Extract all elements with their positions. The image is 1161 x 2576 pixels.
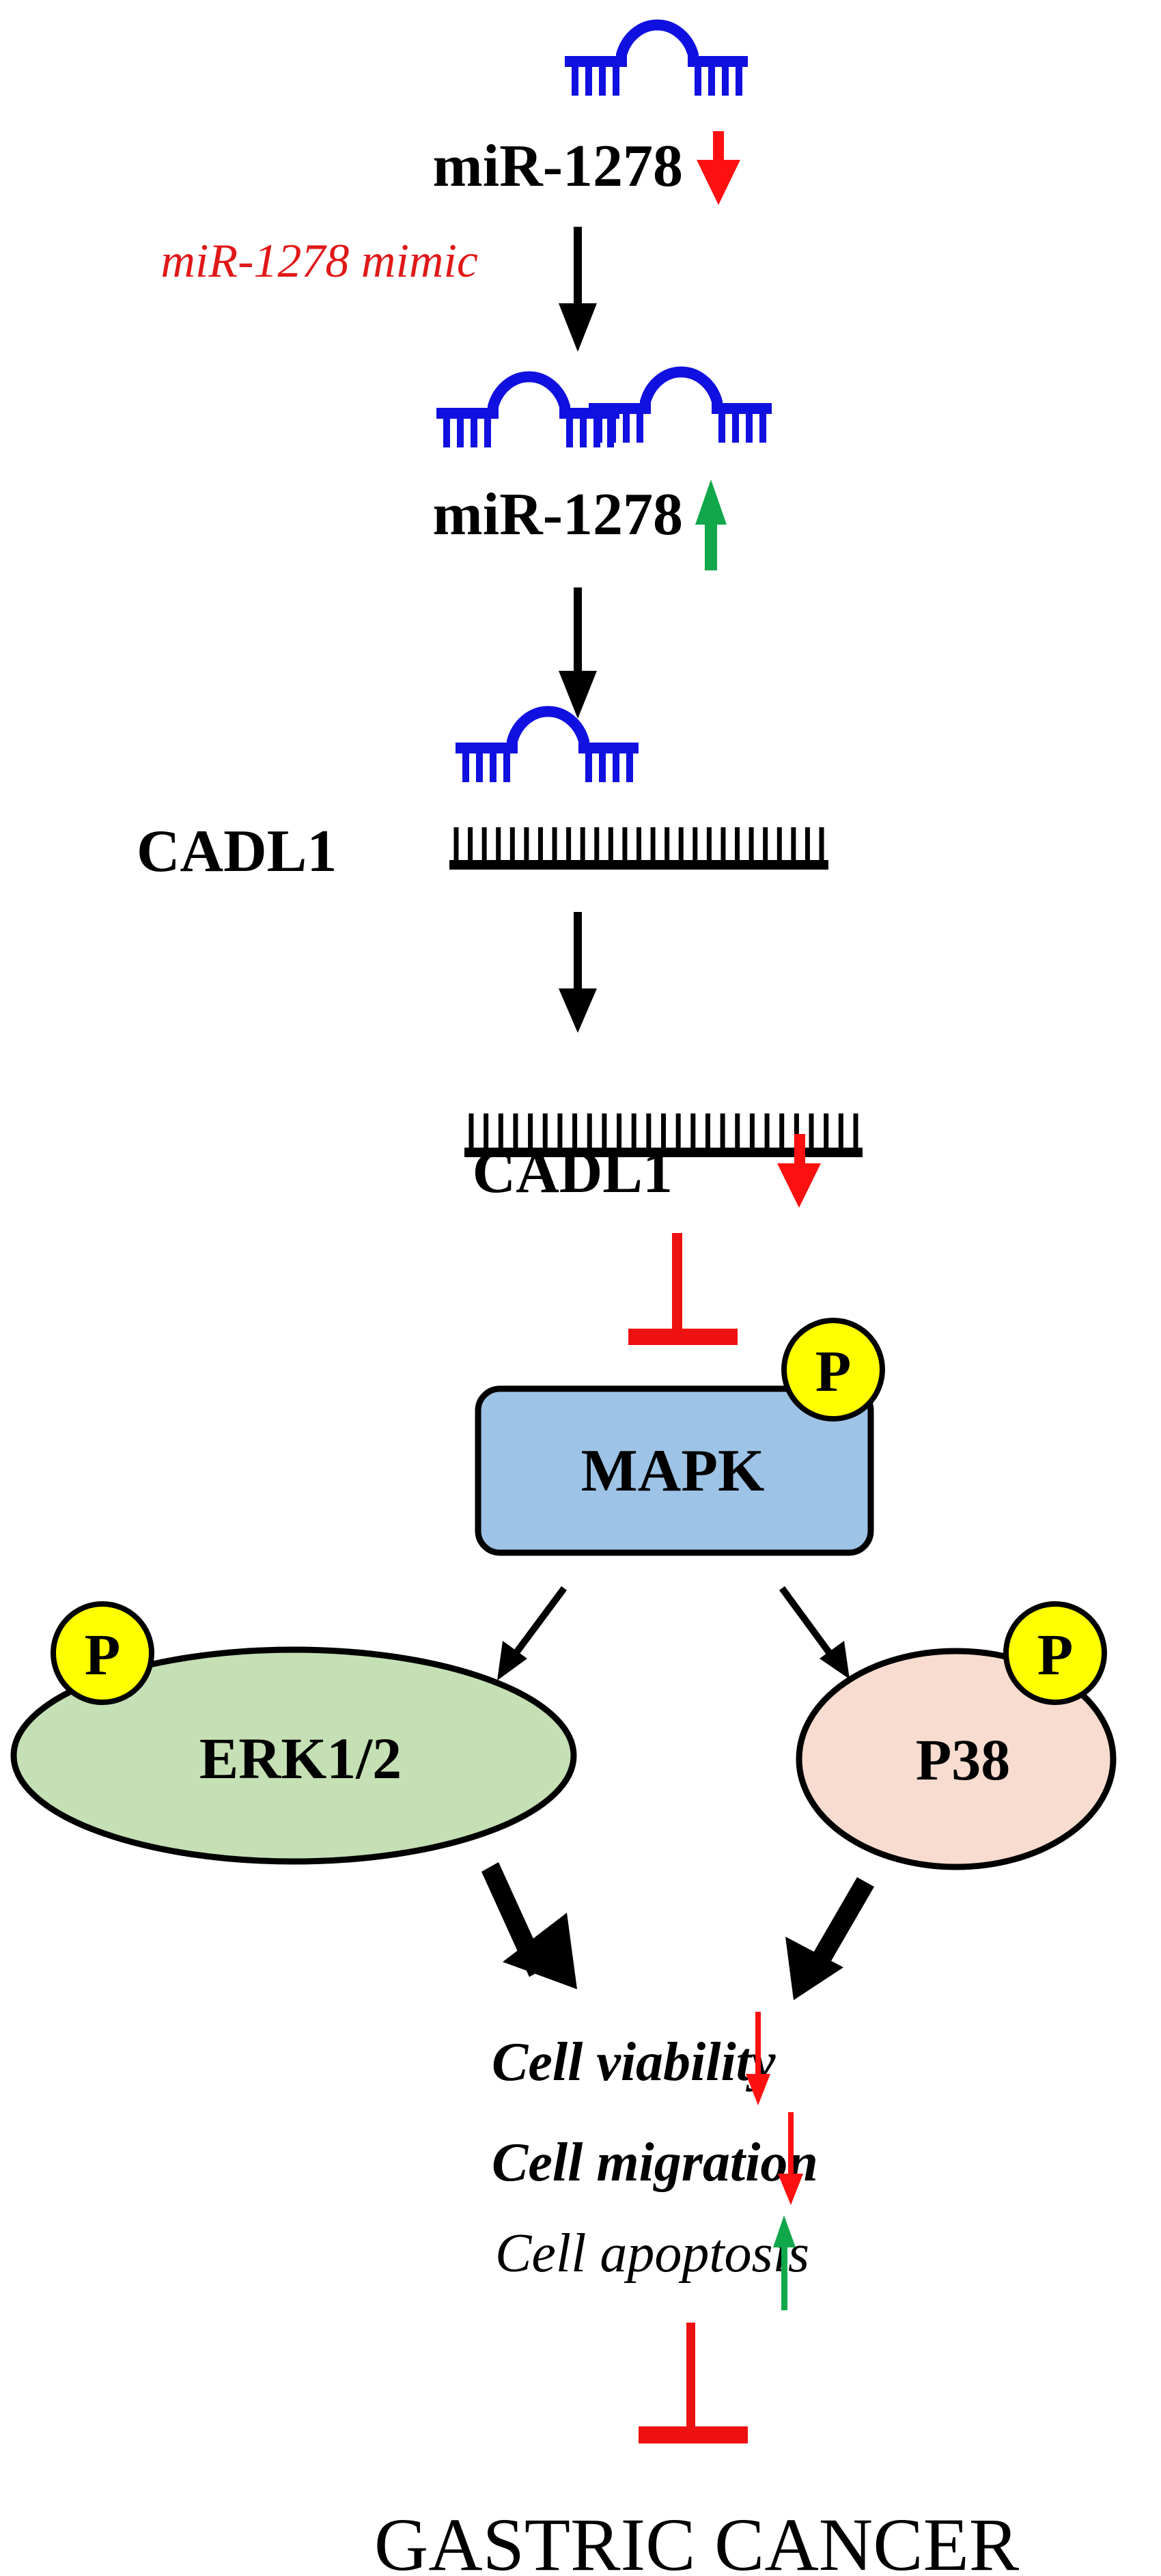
mrna-tooth bbox=[805, 827, 810, 860]
mrna-tooth bbox=[675, 1113, 681, 1148]
mrna-backbone bbox=[449, 860, 828, 870]
mirna-glyph-icon bbox=[589, 372, 772, 443]
up-arrow-icon bbox=[695, 480, 727, 570]
activation-arrow bbox=[559, 587, 597, 719]
mrna-tooth bbox=[468, 827, 473, 860]
mrna-tooth bbox=[537, 827, 543, 860]
mrna-tooth bbox=[557, 1113, 563, 1148]
mrna-tooth bbox=[498, 1113, 503, 1148]
mrna-tooth bbox=[481, 827, 487, 860]
phospho-badge-icon: P bbox=[51, 1601, 154, 1705]
mimic-label: miR-1278 mimic bbox=[160, 235, 478, 288]
mrna-tooth bbox=[763, 827, 768, 860]
p38-node: P38 bbox=[796, 1648, 1117, 1870]
mrna-tooth bbox=[661, 1113, 666, 1148]
erk-label: ERK1/2 bbox=[199, 1726, 402, 1791]
mrna-tooth bbox=[720, 1113, 725, 1148]
mrna-tooth bbox=[631, 1113, 637, 1148]
down-arrow-icon bbox=[778, 2112, 803, 2205]
mrna-tooth bbox=[513, 1113, 518, 1148]
outcome-migration: Cell migration bbox=[492, 2133, 818, 2193]
mrna-tooth bbox=[665, 827, 670, 860]
mrna-tooth bbox=[791, 827, 796, 860]
mrna-tooth bbox=[705, 1113, 710, 1148]
phospho-badge-icon: P bbox=[781, 1318, 885, 1422]
mirna-glyph-icon bbox=[565, 25, 748, 96]
mrna-tooth bbox=[824, 1113, 829, 1148]
mrna-tooth bbox=[468, 1113, 474, 1148]
cadl1-bound-label: CADL1 bbox=[137, 818, 337, 885]
phospho-label: P bbox=[1037, 1622, 1074, 1687]
mrna-tooth bbox=[853, 1113, 858, 1148]
mrna-tooth bbox=[617, 1113, 622, 1148]
mrna-tooth bbox=[509, 827, 515, 860]
mrna-tooth bbox=[524, 827, 529, 860]
mrna-tooth bbox=[602, 1113, 607, 1148]
mrna-tooth bbox=[779, 1113, 785, 1148]
phospho-label: P bbox=[85, 1622, 121, 1687]
mrna-tooth bbox=[693, 827, 698, 860]
mrna-tooth bbox=[637, 827, 641, 860]
mapk-node: MAPK bbox=[475, 1385, 874, 1556]
mrna-tooth bbox=[453, 827, 459, 860]
phospho-badge-icon: P bbox=[1003, 1601, 1107, 1705]
mrna-tooth bbox=[552, 827, 557, 860]
mrna-tooth bbox=[819, 827, 824, 860]
inhibition-bar bbox=[628, 1233, 738, 1345]
activation-arrow bbox=[559, 912, 597, 1033]
mrna-tooth bbox=[735, 827, 740, 860]
mrna-tooth bbox=[528, 1113, 533, 1148]
mrna-strand-icon bbox=[449, 827, 828, 870]
down-arrow-icon bbox=[697, 131, 740, 205]
up-arrow-icon bbox=[773, 2215, 796, 2310]
activation-arrow bbox=[481, 1862, 577, 1989]
p38-label: P38 bbox=[916, 1727, 1011, 1792]
mrna-tooth bbox=[690, 1113, 696, 1148]
activation-arrow bbox=[497, 1586, 568, 1680]
mrna-tooth bbox=[838, 1113, 843, 1148]
cadl1-low-label: CADL1 bbox=[473, 1139, 673, 1206]
mrna-tooth bbox=[542, 1113, 548, 1148]
mrna-tooth bbox=[721, 827, 726, 860]
activation-arrow bbox=[785, 1877, 874, 2000]
mrna-tooth bbox=[650, 827, 656, 860]
mrna-tooth bbox=[608, 827, 613, 860]
down-arrow-icon bbox=[777, 1134, 821, 1208]
down-arrow-icon bbox=[746, 2012, 770, 2105]
mrna-tooth bbox=[777, 827, 782, 860]
mrna-tooth bbox=[646, 1113, 652, 1148]
phospho-label: P bbox=[815, 1338, 852, 1404]
activation-arrow bbox=[559, 227, 597, 352]
mrna-backbone bbox=[464, 1148, 863, 1157]
mrna-tooth bbox=[580, 827, 585, 860]
mrna-tooth bbox=[622, 827, 628, 860]
mrna-tooth bbox=[566, 827, 572, 860]
mapk-label: MAPK bbox=[581, 1438, 765, 1504]
mrna-tooth bbox=[706, 827, 712, 860]
inhibition-bar bbox=[639, 2323, 748, 2443]
mrna-tooth bbox=[496, 827, 501, 860]
mrna-tooth bbox=[484, 1113, 489, 1148]
mrna-tooth bbox=[809, 1113, 814, 1148]
mrna-strand-icon bbox=[464, 1113, 863, 1157]
mrna-tooth bbox=[749, 827, 754, 860]
mrna-tooth bbox=[794, 1113, 799, 1148]
mir-high-label: miR-1278 bbox=[432, 482, 683, 548]
mirna-glyph-icon bbox=[456, 711, 639, 782]
mrna-tooth bbox=[594, 827, 600, 860]
outcome-viability: Cell viability bbox=[492, 2032, 776, 2092]
mrna-tooth bbox=[749, 1113, 755, 1148]
mir-low-label: miR-1278 bbox=[432, 133, 683, 199]
outcome-list: Cell viability Cell migration Cell apopt… bbox=[492, 2012, 818, 2310]
outcome-apoptosis: Cell apoptosis bbox=[495, 2224, 809, 2284]
erk-node: ERK1/2 bbox=[10, 1646, 577, 1865]
mrna-tooth bbox=[678, 827, 684, 860]
mrna-tooth bbox=[764, 1113, 770, 1148]
mrna-tooth bbox=[735, 1113, 740, 1148]
activation-arrow bbox=[779, 1586, 850, 1679]
mrna-tooth bbox=[587, 1113, 592, 1148]
mrna-tooth bbox=[572, 1113, 578, 1148]
final-label: GASTRIC CANCER bbox=[374, 2503, 1020, 2576]
